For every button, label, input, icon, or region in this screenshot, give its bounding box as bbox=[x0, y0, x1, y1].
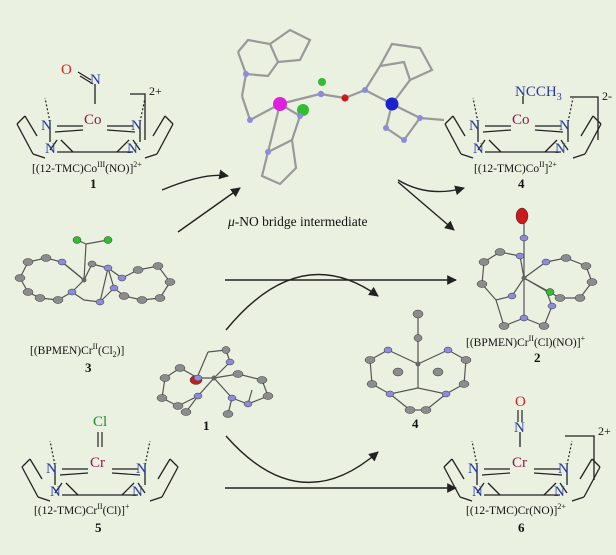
compound-2-number: 2 bbox=[534, 350, 541, 365]
charge-label: 2+ bbox=[149, 84, 162, 98]
nitrogen-label: N bbox=[473, 141, 484, 157]
ortep-ellipsoid-structure bbox=[156, 346, 274, 418]
curved-arrow bbox=[161, 169, 229, 191]
tmc-complex-5 bbox=[21, 432, 179, 502]
acetonitrile-label: NCCH3 bbox=[515, 84, 562, 103]
compound-3-number: 3 bbox=[85, 360, 92, 375]
curved-arrow bbox=[225, 435, 379, 484]
nitrogen-label: N bbox=[127, 141, 138, 157]
intermediate-caption: μ-NO bridge intermediate bbox=[228, 214, 368, 229]
ortep-1-number: 1 bbox=[203, 418, 210, 433]
compound-2-label: [(BPMEN)CrII(Cl)(NO)]+ bbox=[466, 334, 586, 349]
chlorine-atom bbox=[545, 288, 555, 296]
compound-6-number: 6 bbox=[518, 520, 525, 535]
ball-and-stick-atoms bbox=[243, 71, 423, 155]
reaction-arrows bbox=[161, 169, 465, 493]
tmc-complex-6 bbox=[443, 410, 601, 502]
nitrogen-label: N bbox=[132, 484, 143, 500]
chromium-label: Cr bbox=[90, 455, 105, 471]
charge-label: 2- bbox=[602, 89, 612, 103]
chlorine-atom bbox=[318, 78, 326, 86]
nitrogen-label: N bbox=[559, 118, 570, 134]
nitrogen-label: N bbox=[90, 72, 101, 88]
nitrogen-label: N bbox=[554, 484, 565, 500]
tmc-complex-1 bbox=[16, 71, 174, 159]
reaction-arrow bbox=[397, 181, 455, 231]
compound-5-label: [(12-TMC)CrII(Cl)]+ bbox=[34, 502, 130, 517]
ortep-4-number: 4 bbox=[412, 416, 419, 431]
compound-3-label: [(BPMEN)CrII(Cl2)] bbox=[30, 342, 125, 360]
bracket bbox=[565, 435, 595, 480]
curved-arrow bbox=[225, 273, 379, 331]
curved-arrow bbox=[397, 179, 465, 196]
nitrogen-label: N bbox=[472, 484, 483, 500]
nitrogen-label: N bbox=[469, 118, 480, 134]
cobalt-atom bbox=[273, 97, 287, 111]
cobalt-label: Co bbox=[512, 112, 530, 128]
reaction-arrow bbox=[177, 187, 241, 233]
ortep-ellipsoid-structure bbox=[364, 309, 472, 414]
compound-5-number: 5 bbox=[95, 520, 102, 535]
nitrogen-label: N bbox=[50, 484, 61, 500]
oxygen-atom bbox=[515, 207, 529, 225]
nitrogen-label: N bbox=[131, 118, 142, 134]
compound-6-label: [(12-TMC)Cr(NO)]2+ bbox=[466, 502, 566, 517]
chromium-label: Cr bbox=[512, 455, 527, 471]
cobalt-label: Co bbox=[84, 112, 102, 128]
nitrogen-label: N bbox=[136, 461, 147, 477]
compound-1-number: 1 bbox=[90, 176, 97, 191]
ball-and-stick-structure bbox=[236, 28, 445, 186]
ortep-ellipsoid-structure bbox=[476, 207, 598, 330]
oxygen-label: O bbox=[61, 62, 72, 78]
chlorine-label: Cl bbox=[93, 414, 108, 430]
charge-label: 2+ bbox=[598, 424, 611, 438]
oxygen-label: O bbox=[515, 394, 526, 410]
nitrogen-label: N bbox=[45, 141, 56, 157]
compound-1-label: [(12-TMC)CoIII(NO)]2+ bbox=[32, 160, 142, 175]
bracket bbox=[570, 96, 599, 140]
nitrogen-label: N bbox=[558, 461, 569, 477]
ortep-ellipsoid-structure bbox=[14, 236, 176, 306]
nitrogen-label: N bbox=[46, 461, 57, 477]
nitrogen-label: N bbox=[555, 141, 566, 157]
bracket bbox=[130, 93, 146, 140]
nitrogen-label: N bbox=[514, 420, 525, 436]
compound-4-label: [(12-TMC)CoII]2+ bbox=[474, 160, 557, 175]
chromium-atom bbox=[385, 97, 399, 111]
tmc-complex-4 bbox=[444, 96, 602, 159]
oxygen-atom bbox=[341, 94, 349, 102]
compound-4-number: 4 bbox=[518, 176, 525, 191]
nitrogen-label: N bbox=[468, 461, 479, 477]
nitrogen-label: N bbox=[41, 118, 52, 134]
